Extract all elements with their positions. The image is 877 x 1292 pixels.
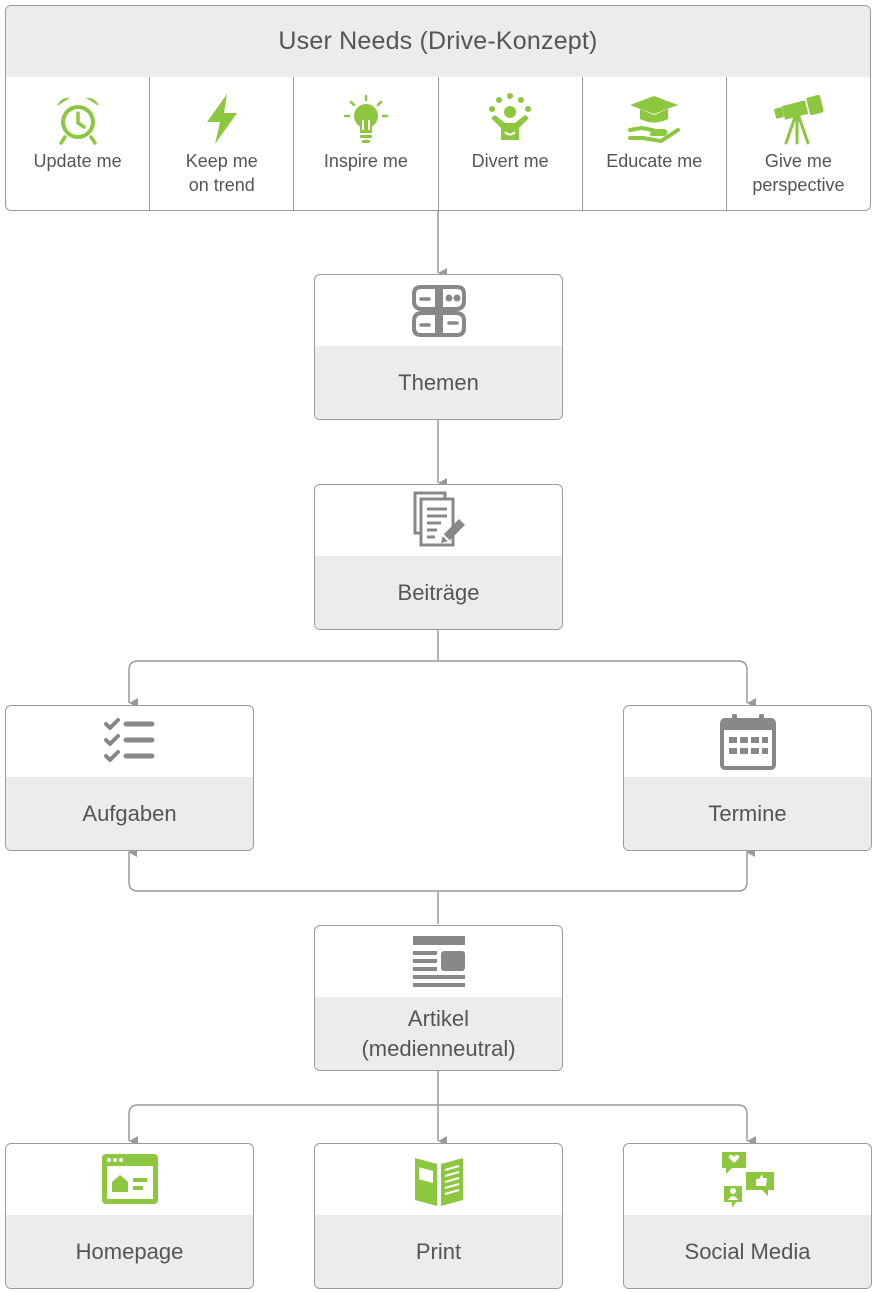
node-label: Beiträge xyxy=(315,556,562,629)
need-label: Educate me xyxy=(606,151,703,171)
need-label: Keep me on trend xyxy=(185,151,258,195)
user-needs-panel: User Needs (Drive-Konzept) Update me Kee… xyxy=(5,5,871,211)
connector-beitraege-aufgaben xyxy=(128,630,439,708)
article-layout-icon xyxy=(412,935,465,987)
node-print: Print xyxy=(314,1143,563,1289)
alarm-clock-icon xyxy=(56,97,99,145)
documents-edit-icon xyxy=(413,491,465,546)
node-label: Aufgaben xyxy=(6,777,253,850)
connector-beitraege-termine xyxy=(438,660,756,708)
telescope-icon xyxy=(774,94,824,145)
checklist-icon xyxy=(103,717,154,762)
need-label: Give me perspective xyxy=(752,151,845,195)
node-label: Homepage xyxy=(6,1215,253,1288)
need-label: Divert me xyxy=(471,151,549,171)
node-themen: Themen xyxy=(314,274,563,420)
lightning-icon xyxy=(206,94,237,144)
connector-artikel-aufgaben xyxy=(128,847,439,924)
need-label: Inspire me xyxy=(323,151,408,171)
node-social-media: Social Media xyxy=(623,1143,872,1289)
need-keep-me-on-trend: Keep me on trend xyxy=(149,77,293,210)
node-label: Termine xyxy=(624,777,871,850)
newspaper-icon xyxy=(414,1157,463,1206)
connector-artikel-homepage xyxy=(128,1104,438,1146)
node-beitraege: Beiträge xyxy=(314,484,563,630)
social-bubbles-icon xyxy=(721,1151,774,1208)
user-needs-row: Update me Keep me on trend Inspire me xyxy=(6,77,870,210)
node-termine: Termine xyxy=(623,705,872,851)
need-update-me: Update me xyxy=(6,77,149,210)
website-icon xyxy=(101,1153,158,1204)
node-artikel: Artikel (medienneutral) xyxy=(314,925,563,1071)
panel-title: User Needs (Drive-Konzept) xyxy=(6,6,870,77)
need-divert-me: Divert me xyxy=(437,77,582,210)
graduation-cap-hand-icon xyxy=(628,96,681,144)
butterfly-topics-icon xyxy=(411,284,466,337)
node-aufgaben: Aufgaben xyxy=(5,705,254,851)
node-label: Artikel (medienneutral) xyxy=(315,997,562,1070)
node-label: Social Media xyxy=(624,1215,871,1288)
connector-artikel-termine xyxy=(438,847,755,892)
lightbulb-icon xyxy=(343,94,389,143)
calendar-icon xyxy=(719,713,776,770)
need-give-me-perspective: Give me perspective xyxy=(725,77,870,210)
node-label: Themen xyxy=(315,346,562,419)
connector-artikel-social xyxy=(438,1104,756,1146)
node-label: Print xyxy=(315,1215,562,1288)
juggler-icon xyxy=(489,93,532,140)
need-inspire-me: Inspire me xyxy=(293,77,437,210)
node-homepage: Homepage xyxy=(5,1143,254,1289)
need-educate-me: Educate me xyxy=(581,77,726,210)
need-label: Update me xyxy=(33,151,122,171)
